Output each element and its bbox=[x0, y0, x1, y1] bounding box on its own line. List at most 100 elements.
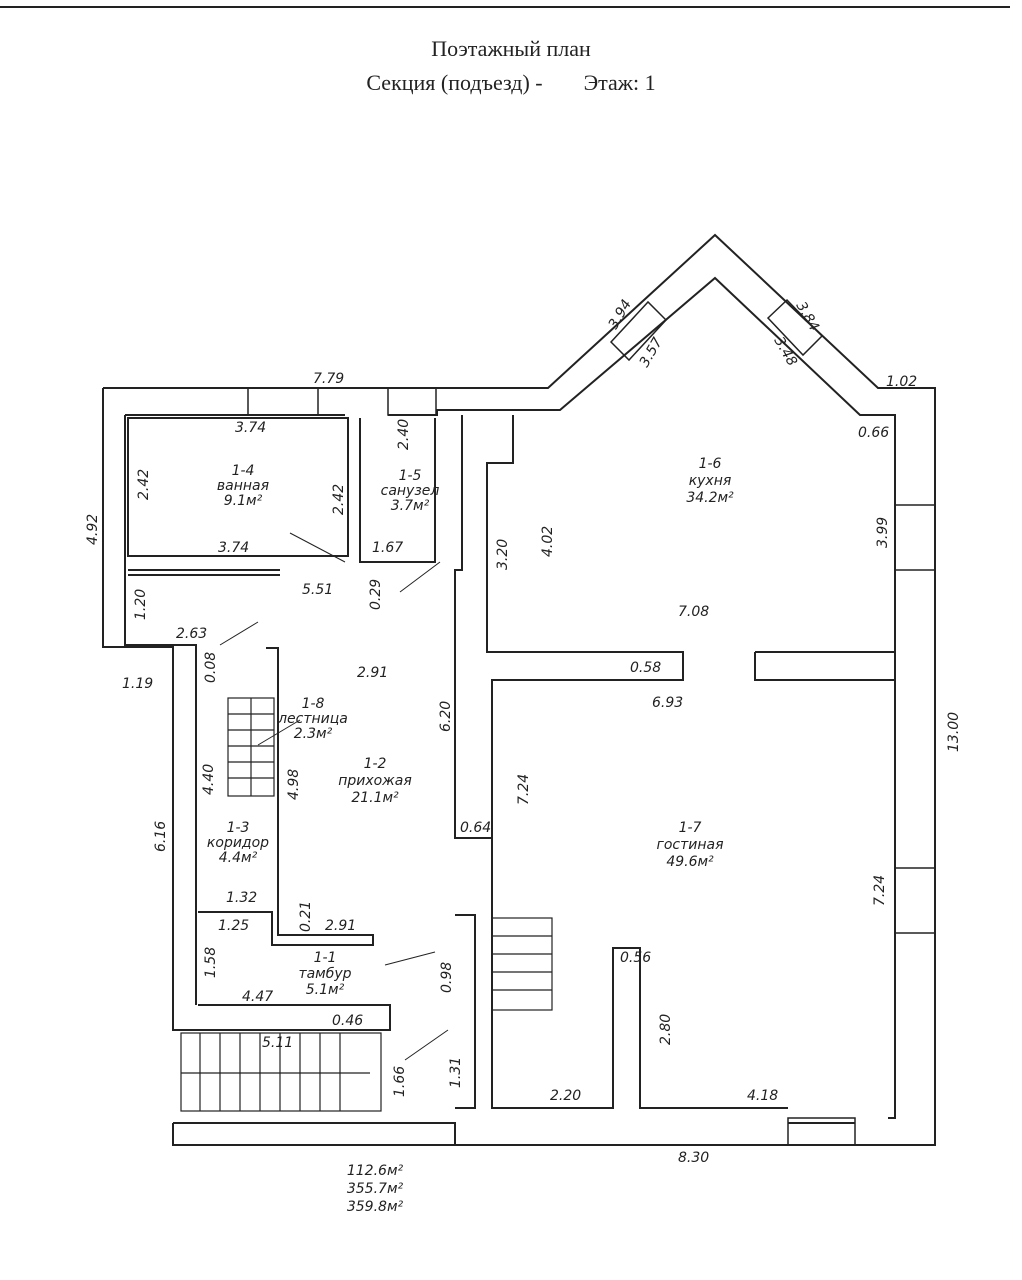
window-east-2 bbox=[894, 867, 936, 934]
total-area: 359.8м² bbox=[347, 1199, 404, 1215]
dim-label: 4.92 bbox=[85, 514, 101, 545]
dim-label: 4.02 bbox=[540, 526, 556, 557]
room-name: ванная bbox=[217, 478, 269, 494]
room-name: лестница bbox=[277, 711, 348, 727]
dim-label: 4.98 bbox=[286, 769, 302, 800]
dim-label: 1.20 bbox=[133, 589, 149, 620]
entry-stair bbox=[180, 1032, 382, 1112]
dim-label: 3.94 bbox=[606, 297, 635, 332]
hall-wall bbox=[454, 415, 492, 839]
window-bay-left bbox=[609, 300, 668, 362]
room-id: 1-8 bbox=[302, 696, 325, 712]
room-id: 1-3 bbox=[227, 820, 250, 836]
room-name: прихожая bbox=[338, 773, 412, 789]
room-id: 1-6 bbox=[699, 456, 722, 472]
dim-label: 6.20 bbox=[438, 701, 454, 732]
dim-label: 7.24 bbox=[872, 875, 888, 906]
dim-label: 6.16 bbox=[153, 821, 169, 852]
room-area: 34.2м² bbox=[686, 490, 734, 506]
room-name: санузел bbox=[381, 483, 440, 499]
total-area: 112.6м² bbox=[347, 1163, 404, 1179]
floor-label: Этаж: 1 bbox=[583, 70, 656, 95]
dim-label: 1.25 bbox=[218, 918, 249, 934]
room-name: кухня bbox=[689, 473, 732, 489]
dim-label: 1.31 bbox=[448, 1057, 464, 1088]
dim-label: 7.08 bbox=[678, 604, 709, 620]
dim-label: 4.18 bbox=[747, 1088, 778, 1104]
outer-wall-inner bbox=[124, 415, 197, 1005]
room-id: 1-5 bbox=[399, 468, 422, 484]
dimension-labels: 7.79 3.74 2.40 2.42 2.42 3.74 1.67 0.29 … bbox=[85, 297, 962, 1166]
room-labels: 1-4 ванная 9.1м² 1-5 санузел 3.7м² 1-6 к… bbox=[207, 456, 734, 998]
outer-wall-outer bbox=[103, 233, 936, 1146]
room-id: 1-4 bbox=[232, 463, 255, 479]
room-area: 4.4м² bbox=[219, 850, 258, 866]
windows bbox=[247, 298, 936, 1146]
room-name: тамбур bbox=[298, 966, 351, 982]
dim-label: 0.21 bbox=[298, 901, 314, 932]
room-id: 1-2 bbox=[364, 756, 387, 772]
window-south bbox=[787, 1117, 856, 1146]
dim-label: 2.42 bbox=[331, 484, 347, 515]
room-area: 3.7м² bbox=[391, 498, 430, 514]
dim-label: 2.63 bbox=[176, 626, 207, 642]
room-name: гостиная bbox=[656, 837, 723, 853]
leader-line bbox=[399, 561, 441, 593]
room-area: 2.3м² bbox=[294, 726, 333, 742]
window-bay-right bbox=[766, 298, 824, 357]
dim-label: 3.48 bbox=[771, 334, 800, 369]
dim-label: 1.32 bbox=[226, 890, 257, 906]
dim-label: 6.93 bbox=[652, 695, 683, 711]
dim-label: 1.02 bbox=[886, 374, 917, 390]
dim-label: 2.91 bbox=[357, 665, 388, 681]
room-area: 9.1м² bbox=[224, 493, 263, 509]
dim-label: 2.42 bbox=[136, 469, 152, 500]
leader-line bbox=[289, 532, 346, 563]
room-name: коридор bbox=[207, 835, 269, 851]
dim-label: 3.20 bbox=[495, 539, 511, 570]
window-top-mid bbox=[387, 387, 437, 416]
area-totals: 112.6м² 355.7м² 359.8м² bbox=[347, 1163, 404, 1215]
leader-line bbox=[219, 621, 259, 646]
top-border-line bbox=[0, 6, 1010, 8]
room-area: 21.1м² bbox=[351, 790, 399, 806]
dim-label: 1.19 bbox=[122, 676, 153, 692]
living-stair bbox=[491, 917, 553, 1011]
section-label: Секция (подъезд) - bbox=[366, 70, 543, 95]
dim-label: 3.99 bbox=[875, 517, 891, 548]
page-title: Поэтажный план bbox=[431, 36, 591, 61]
dim-label: 8.30 bbox=[678, 1150, 709, 1166]
dim-label: 1.58 bbox=[203, 947, 219, 978]
dim-label: 2.40 bbox=[396, 419, 412, 450]
vestibule-bottom bbox=[172, 1122, 456, 1146]
dim-label: 3.74 bbox=[235, 420, 266, 436]
dim-label: 0.64 bbox=[460, 820, 491, 836]
dim-label: 3.84 bbox=[793, 299, 822, 334]
dim-label: 0.56 bbox=[620, 950, 651, 966]
walls bbox=[102, 233, 936, 1146]
bathroom-outline bbox=[127, 417, 349, 557]
dim-label: 1.67 bbox=[372, 540, 403, 556]
room-area: 5.1м² bbox=[306, 982, 345, 998]
leader-line bbox=[384, 951, 436, 966]
dim-label: 3.74 bbox=[218, 540, 249, 556]
window-top-left bbox=[247, 387, 319, 416]
dim-label: 0.08 bbox=[203, 652, 219, 683]
leaders bbox=[219, 532, 449, 1061]
room-area: 49.6м² bbox=[666, 854, 714, 870]
dim-label: 5.51 bbox=[302, 582, 333, 598]
stair-wall bbox=[198, 647, 374, 946]
dim-label: 13.00 bbox=[946, 712, 962, 752]
dim-label: 0.58 bbox=[630, 660, 661, 676]
room-id: 1-1 bbox=[314, 950, 337, 966]
south-wall bbox=[455, 914, 476, 1109]
wc-outline bbox=[359, 418, 436, 563]
dim-label: 7.79 bbox=[313, 371, 344, 387]
dim-label: 1.66 bbox=[392, 1066, 408, 1097]
window-east-1 bbox=[894, 504, 936, 571]
outer-wall-left-outer bbox=[102, 388, 391, 1031]
dim-label: 0.46 bbox=[332, 1013, 363, 1029]
dim-label: 4.40 bbox=[201, 764, 217, 795]
dim-label: 2.80 bbox=[658, 1014, 674, 1045]
